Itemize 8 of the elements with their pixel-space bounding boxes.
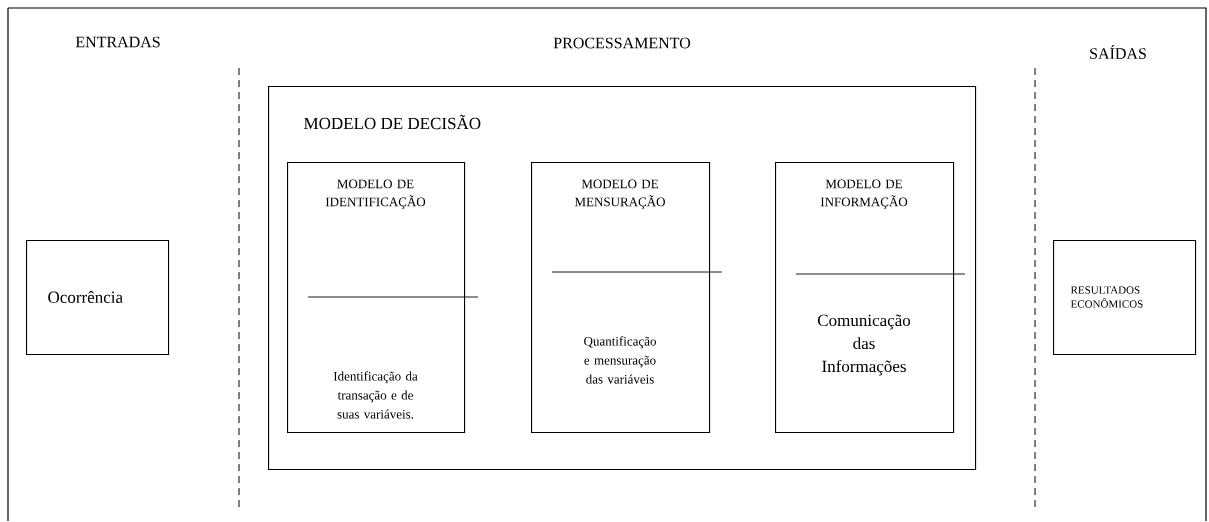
section-heading: SAÍDAS [1090,45,1146,59]
model-box: MODELO DE MENSURAÇÃO Quantificação e mensuração das variáveis [531,162,711,434]
model-box: MODELO DE INFORMAÇÃO Comunicação das Informações [775,162,955,434]
section-heading: ENTRADAS [75,36,160,48]
model-box: MODELO DE IDENTIFICAÇÃO Identificação da transação e de suas variáveis. [287,162,466,434]
model-box: Ocorrência [26,240,170,356]
section-heading: PROCESSAMENTO [553,37,691,49]
model-box: RESULTADOS ECONÔMICOS [1053,240,1197,356]
